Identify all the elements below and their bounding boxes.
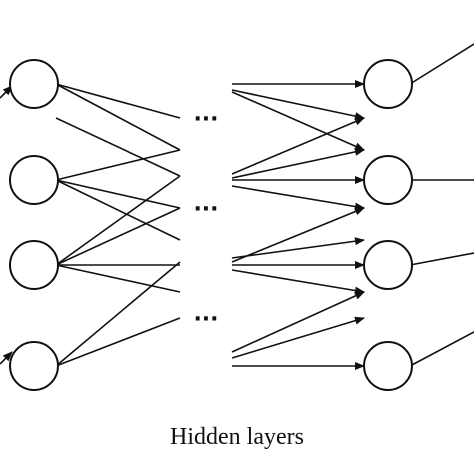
left-connection-2 xyxy=(55,117,181,177)
left-node-3 xyxy=(9,240,59,290)
right-node-3 xyxy=(363,240,413,290)
left-connection-1 xyxy=(55,83,181,151)
connection-lines xyxy=(0,43,474,370)
left-connection-9 xyxy=(55,264,181,293)
left-node-4 xyxy=(9,341,59,391)
output-connection-0 xyxy=(409,43,474,85)
right-connection-11 xyxy=(231,316,365,359)
right-connection-7 xyxy=(231,237,365,259)
diagram-caption: Hidden layers xyxy=(170,424,304,450)
left-connection-4 xyxy=(55,179,181,209)
right-node-1 xyxy=(363,59,413,109)
ellipsis-2: ··· xyxy=(193,197,218,222)
left-connection-7 xyxy=(55,207,181,266)
neuron-nodes xyxy=(9,59,413,391)
right-node-4 xyxy=(363,341,413,391)
output-connection-3 xyxy=(409,331,474,367)
output-connection-2 xyxy=(409,252,474,266)
right-connection-1 xyxy=(231,89,365,121)
left-connection-11 xyxy=(55,317,181,367)
ellipsis-3: ··· xyxy=(193,307,218,332)
ellipsis-1: ··· xyxy=(193,107,218,132)
left-connection-6 xyxy=(55,175,181,266)
right-connection-10 xyxy=(231,269,365,295)
input-arrow-1 xyxy=(0,351,13,365)
right-connection-2 xyxy=(231,91,365,151)
left-connection-3 xyxy=(55,149,181,181)
right-connection-4 xyxy=(231,147,365,179)
right-node-2 xyxy=(363,155,413,205)
right-connection-12 xyxy=(231,291,365,353)
right-connection-6 xyxy=(231,185,365,211)
right-connection-3 xyxy=(231,117,365,175)
left-node-1 xyxy=(9,59,59,109)
ellipsis-group: ··· ··· ··· xyxy=(193,107,218,332)
right-connection-8 xyxy=(231,207,365,263)
left-connection-0 xyxy=(55,83,181,119)
left-connection-5 xyxy=(55,179,181,241)
left-node-2 xyxy=(9,155,59,205)
left-connection-10 xyxy=(55,261,181,367)
